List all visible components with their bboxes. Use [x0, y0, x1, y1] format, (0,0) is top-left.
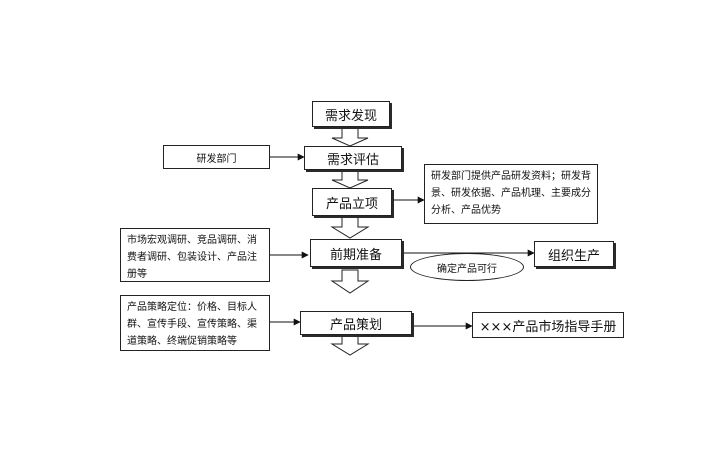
node-need-evaluation: 需求评估 — [304, 146, 402, 170]
block-arrow-approval-to-preparation — [330, 215, 370, 239]
block-arrow-evaluation-to-approval — [331, 169, 369, 189]
node-rd-department: 研发部门 — [163, 145, 270, 169]
note-market-research: 市场宏观调研、竞品调研、消费者调研、包装设计、产品注册等 — [120, 228, 270, 282]
block-arrow-planning-down — [330, 333, 370, 356]
node-project-approval: 产品立项 — [312, 188, 392, 216]
node-pre-preparation: 前期准备 — [310, 239, 402, 267]
node-need-discovery: 需求发现 — [312, 101, 390, 127]
block-arrow-discovery-to-evaluation — [331, 126, 369, 147]
node-product-feasible: 确定产品可行 — [410, 253, 524, 281]
block-arrow-preparation-down — [330, 269, 370, 294]
node-organize-production: 组织生产 — [534, 241, 614, 267]
note-product-strategy: 产品策略定位：价格、目标人群、宣传手段、宣传策略、渠道策略、终端促销策略等 — [120, 295, 270, 351]
note-rd-materials: 研发部门提供产品研发资料；研发背景、研发依据、产品机理、主要成分分析、产品优势 — [424, 164, 598, 224]
node-market-guide-manual: ×××产品市场指导手册 — [472, 312, 624, 338]
node-product-planning: 产品策划 — [300, 311, 412, 335]
